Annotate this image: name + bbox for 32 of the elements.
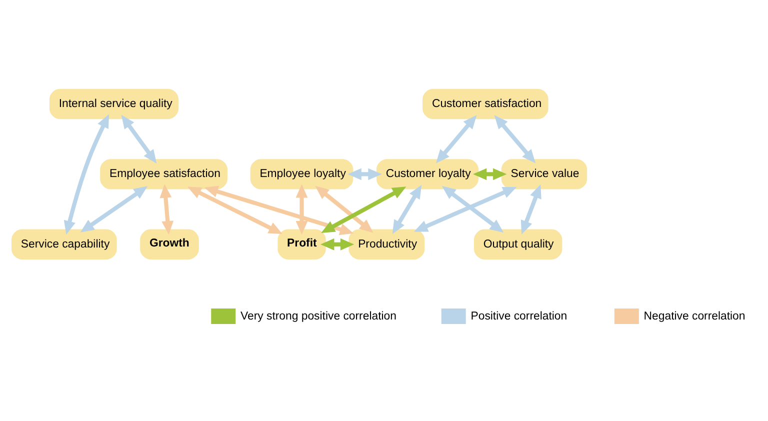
arrow [436, 115, 477, 164]
arrow [414, 186, 517, 232]
node-box: Output quality [474, 229, 562, 260]
arrow [204, 186, 354, 236]
arrow [494, 115, 536, 164]
node-box: Growth [140, 229, 199, 260]
legend-label: Negative correlation [644, 310, 746, 322]
arrow [392, 184, 422, 234]
arrow [473, 168, 507, 180]
arrow [187, 186, 282, 234]
arrow [348, 168, 382, 180]
arrow [160, 184, 174, 235]
arrow [121, 114, 157, 164]
legend-label: Positive correlation [470, 310, 568, 322]
node-box: Employee loyalty [250, 159, 354, 190]
node-box: Customer satisfaction [422, 88, 548, 120]
arrow [80, 186, 148, 232]
node-box: Productivity [348, 229, 425, 260]
arrow [64, 114, 110, 235]
arrow [321, 186, 406, 234]
node-box: Service value [501, 159, 588, 190]
arrow [320, 238, 354, 250]
arrow [296, 184, 308, 235]
node-box: Internal service quality [49, 88, 178, 120]
node-box: Service capability [12, 229, 117, 260]
legend-label: Very strong positive correlation [240, 310, 396, 322]
arrow [315, 186, 374, 233]
arrow [520, 184, 542, 234]
node-box: Employee satisfaction [100, 159, 228, 190]
arrow [442, 186, 504, 233]
node-box: Customer loyalty [376, 159, 478, 190]
node-box: Profit [278, 229, 326, 260]
